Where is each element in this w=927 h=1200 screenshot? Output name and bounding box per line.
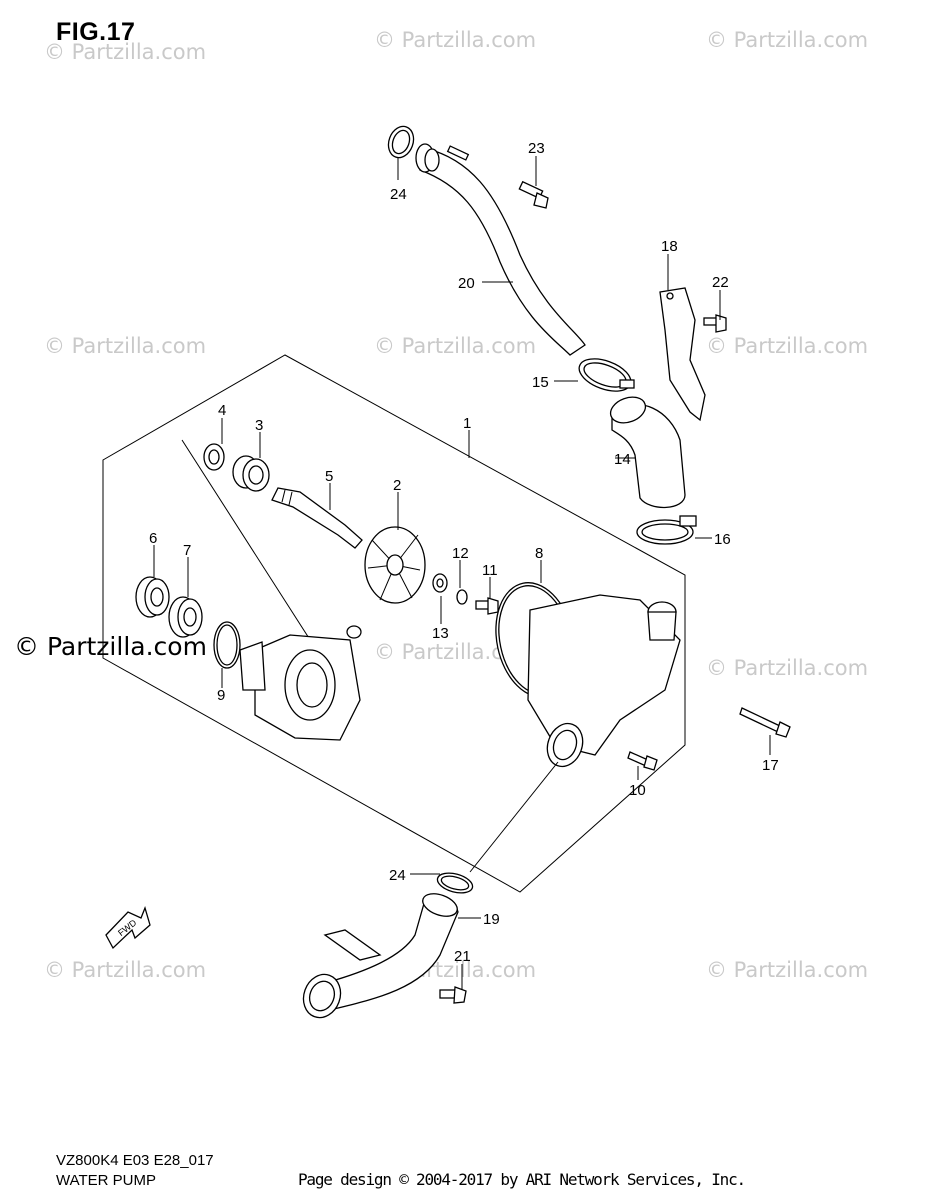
part-24-o-ring-upper (387, 125, 415, 159)
part-22-bolt (703, 314, 727, 333)
callout-19: 19 (483, 911, 500, 928)
part-14-elbow-hose (609, 396, 686, 509)
pump-cover (527, 594, 681, 768)
page-credit: Page design © 2004-2017 by ARI Network S… (298, 1170, 746, 1189)
watermark: © Partzilla.com (44, 958, 207, 982)
part-7-bearing (168, 596, 203, 638)
watermark: © Partzilla.com (706, 958, 869, 982)
callout-7: 7 (183, 542, 191, 559)
callout-20: 20 (458, 275, 475, 292)
part-12-washer (456, 589, 468, 605)
part-16-clamp (636, 515, 697, 545)
callout-16: 16 (714, 531, 731, 548)
callout-11: 11 (482, 562, 498, 579)
part-15-clamp (578, 358, 635, 392)
part-17-bolt (739, 707, 791, 738)
watermark: © Partzilla.com (374, 28, 537, 52)
part-9-o-ring (213, 621, 241, 669)
part-6-bearing (135, 576, 170, 618)
callout-labels: 1 2 3 4 5 6 7 8 9 10 11 12 13 14 15 16 1… (149, 140, 779, 965)
part-24-o-ring-lower (436, 872, 474, 894)
callout-24-upper: 24 (390, 186, 407, 203)
watermark-main: © Partzilla.com (14, 632, 207, 661)
part-4-oil-seal (203, 443, 225, 471)
callout-18: 18 (661, 238, 678, 255)
callout-15: 15 (532, 374, 549, 391)
callout-14: 14 (614, 451, 631, 468)
part-23-bolt (518, 180, 549, 209)
part-13-washer (432, 573, 448, 593)
model-code: VZ800K4 E03 E28_017 (56, 1152, 214, 1169)
callout-1: 1 (463, 415, 471, 432)
callout-2: 2 (393, 477, 401, 494)
guide-line (469, 761, 559, 873)
watermark: © Partzilla.com (706, 28, 869, 52)
callout-10: 10 (629, 782, 646, 799)
callout-5: 5 (325, 468, 333, 485)
callout-leaders (153, 156, 771, 990)
part-18-bracket (659, 287, 706, 422)
callout-23: 23 (528, 140, 545, 157)
part-19-lower-pipe (302, 893, 459, 1019)
callout-6: 6 (149, 530, 157, 547)
callout-8: 8 (535, 545, 543, 562)
part-20-upper-pipe (415, 143, 586, 356)
part-11-bolt (475, 597, 499, 615)
diagram-subtitle: WATER PUMP (56, 1172, 156, 1189)
callout-12: 12 (452, 545, 469, 562)
part-3-mechanical-seal (232, 455, 270, 492)
figure-title: FIG.17 (56, 18, 136, 46)
part-2-impeller (364, 526, 426, 604)
watermark: © Partzilla.com (44, 334, 207, 358)
pump-body-rear (239, 625, 362, 741)
watermark: © Partzilla.com (706, 334, 869, 358)
callout-24-lower: 24 (389, 867, 406, 884)
part-10-bolt (627, 751, 658, 771)
fwd-direction-arrow: FWD (105, 906, 151, 950)
part-5-impeller-shaft (271, 487, 363, 549)
callout-9: 9 (217, 687, 225, 704)
watermark: © Partzilla.com (44, 40, 207, 64)
callout-13: 13 (432, 625, 449, 642)
assembly-outline (102, 354, 686, 893)
watermark: © Partzilla.com (706, 656, 869, 680)
callout-21: 21 (454, 948, 471, 965)
watermark: © Partzilla.com (374, 334, 537, 358)
callout-3: 3 (255, 417, 263, 434)
callout-17: 17 (762, 757, 779, 774)
exploded-parts-diagram: FWD 1 2 3 4 5 6 7 8 (102, 125, 791, 1019)
callout-22: 22 (712, 274, 729, 291)
callout-4: 4 (218, 402, 226, 419)
